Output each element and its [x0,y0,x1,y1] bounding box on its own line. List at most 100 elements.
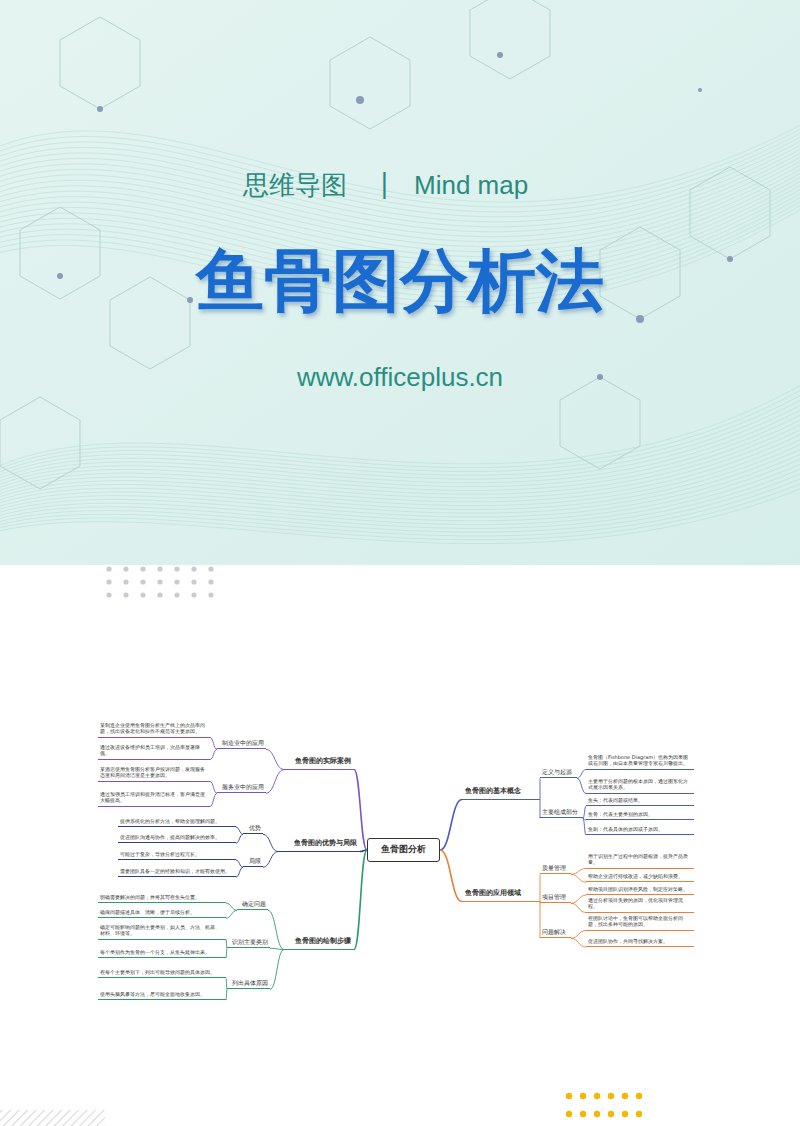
topic-text: 在团队讨论中，鱼骨图可以帮助全面分析问题，找出多种可能的原因。 [588,915,692,929]
detail-topic: 使用头脑风暴等方法，尽可能全面地收集原因。 [98,990,226,1000]
topic-text: 某制造企业使用鱼骨图分析生产线上的次品率问题，找出设备老化和操作不规范等主要原因… [100,722,208,736]
detail-topic: 通过分析项目失败的原因，优化项目管理流程。 [586,896,694,913]
branch-line [236,834,243,843]
cover-subtitle: Mind map [414,170,528,201]
detail-topic: 某制造企业使用鱼骨图分析生产线上的次品率问题，找出设备老化和操作不规范等主要原因… [98,721,210,738]
detail-topic: 鱼骨：代表主要类别的原因。 [586,810,694,820]
detail-topic: 通过加强员工培训和提升清洁标准，客户满意度大幅提高。 [98,790,210,807]
topic-text: 质量管理 [542,865,569,872]
wave-lines [0,120,800,544]
topic-text: 鱼骨图的基本概念 [465,787,537,796]
separator: | [380,168,389,199]
topic-text: 用于识别生产过程中的问题根源，提升产品质量。 [588,853,692,867]
cover-subtitle: 思维导图 [243,170,347,201]
branch-line [210,793,217,806]
cover-title: 鱼骨图分析法 [0,240,800,322]
branch-line [571,869,586,875]
topic-text: 通过改进设备维护和员工培训，次品率显著降低。 [100,744,208,758]
branch-line [440,850,462,902]
detail-topic: 鱼刺：代表具体的原因或子原因。 [586,825,694,835]
subtopic: 列出具体原因 [227,979,270,990]
topic-text: 帮助项目团队识别潜在风险，制定应对策略。 [588,886,692,893]
detail-topic: 促进团队沟通与协作，提高问题解决的效率。 [118,833,236,843]
topic-text: 帮助企业进行持续改进，减少缺陷和浪费。 [588,873,692,880]
branch-line [354,850,367,950]
detail-topic: 主要用于分析问题的根本原因，通过图形化方式展示因果关系。 [586,777,694,794]
cover-ground [0,0,800,565]
branch-line [571,903,586,912]
subtopic: 局限 [243,857,263,868]
topic-text: 局限 [245,858,261,865]
subtopic: 确定问题 [237,900,268,911]
detail-topic: 在团队讨论中，鱼骨图可以帮助全面分析问题，找出多种可能的原因。 [586,914,694,931]
branch-line [571,895,586,903]
detail-topic: 用于识别生产过程中的问题根源，提升产品质量。 [586,852,694,869]
detail-topic: 某酒店使用鱼骨图分析客户投诉问题，发现服务态度和房间清洁度是主要原因。 [98,765,210,782]
topic-text: 鱼骨图的优势与局限 [281,839,357,848]
topic-text: 鱼骨图的应用领域 [465,889,537,898]
detail-topic: 鱼头：代表问题或结果。 [586,796,694,806]
branch-line [440,800,462,850]
branch-line [226,989,227,1000]
grey-dot-grid [106,566,213,597]
branch-line [266,770,284,794]
topic-text: 鱼骨图（Fishbone Diagram）也称为因果图或石川图，由日本质量管理专… [588,754,692,768]
subtopic: 服务业中的应用 [217,783,266,794]
topic-text: 定义与起源 [542,769,575,776]
detail-topic: 帮助项目团队识别潜在风险，制定应对策略。 [586,885,694,895]
topic-text: 明确需要解决的问题，并将其写在鱼头位置。 [100,894,224,901]
subtopic: 主要组成部分 [540,808,583,819]
topic-text: 鱼头：代表问题或结果。 [588,797,692,804]
topic-text: 确定问题 [239,901,266,908]
topic-text: 确定可能影响问题的主要类别，如人员、方法、机器、材料、环境等。 [100,924,224,938]
topic-text: 通过分析项目失败的原因，优化项目管理流程。 [588,897,692,911]
website-url: www.officeplus.cn [0,362,800,393]
branch-line [210,738,217,750]
subtopic: 识别主要类别 [227,938,270,949]
branch-line [571,938,586,947]
topic-text: 促进团队沟通与协作，提高问题解决的效率。 [120,834,234,841]
topic-text: 确保问题描述具体、清晰，便于后续分析。 [100,909,224,916]
topic-text: 某酒店使用鱼骨图分析客户投诉问题，发现服务态度和房间清洁度是主要原因。 [100,766,208,780]
detail-topic: 每个类别作为鱼骨的一个分支，从鱼头延伸出来。 [98,948,226,958]
topic-text: 鱼骨：代表主要类别的原因。 [588,811,692,818]
branch-line [236,860,243,867]
topic-text: 每个类别作为鱼骨的一个分支，从鱼头延伸出来。 [100,949,224,956]
detail-topic: 可能过于复杂，导致分析过程冗长。 [118,850,236,860]
subtopic: 优势 [243,824,263,835]
branch-line [210,782,217,794]
topic-text: 鱼骨图的绘制步骤 [287,937,351,946]
topic-text: 促进团队协作，共同寻找解决方案。 [588,938,692,945]
branch-line [268,910,284,949]
main-topic: 鱼骨图的优势与局限 [278,838,360,851]
topic-text: 项目管理 [542,894,569,901]
topic-text: 识别主要类别 [229,939,268,946]
branch-line [210,749,217,759]
branch-line [577,778,586,793]
root-topic: 鱼骨图分析 [367,838,440,861]
branch-line [571,931,586,939]
topic-text: 主要用于分析问题的根本原因，通过图形化方式展示因果关系。 [588,778,692,792]
branch-line [266,749,284,769]
topic-text: 通过加强员工培训和提升清洁标准，客户满意度大幅提高。 [100,791,208,805]
topic-text: 优势 [245,825,261,832]
topic-text: 制造业中的应用 [219,740,264,747]
yellow-dot-grid [566,1093,642,1117]
detail-topic: 帮助企业进行持续改进，减少缺陷和浪费。 [586,872,694,882]
topic-text: 主要组成部分 [542,809,581,816]
topic-text: 可能过于复杂，导致分析过程冗长。 [120,851,234,858]
branch-line [226,948,227,958]
branch-line [540,778,541,799]
detail-topic: 通过改进设备维护和员工培训，次品率显著降低。 [98,743,210,760]
topic-text: 鱼骨图的实际案例 [287,757,351,766]
subtopic: 项目管理 [540,893,571,904]
branch-line [236,827,243,834]
detail-topic: 促进团队协作，共同寻找解决方案。 [586,937,694,947]
topic-text: 使用头脑风暴等方法，尽可能全面地收集原因。 [100,991,224,998]
branch-line [263,834,278,851]
branch-line [226,903,237,910]
topic-text: 服务业中的应用 [219,784,264,791]
branch-line [270,950,284,990]
